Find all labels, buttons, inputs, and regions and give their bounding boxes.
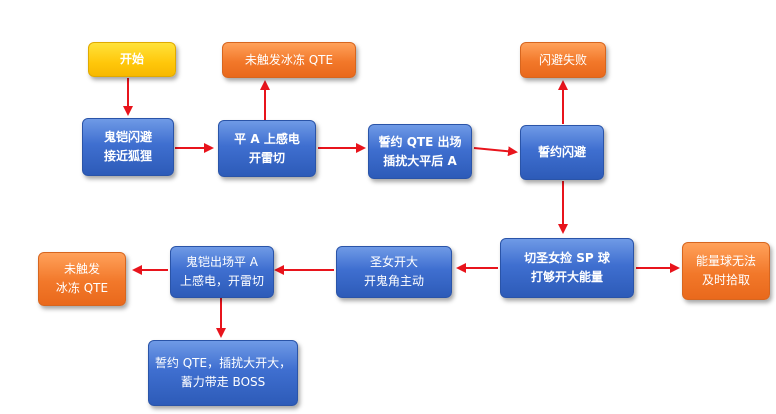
level-a-node-line-1: 平 A 上感电 [234, 131, 300, 146]
oath-final-node: 誓约 QTE，插扰大开大， 蓄力带走 BOSS [148, 340, 298, 406]
level-a-node: 平 A 上感电 开雷切 [218, 120, 316, 177]
ghost-out-node-line-2: 上感电，开雷切 [179, 274, 264, 288]
orb-fail-node-line-2: 及时拾取 [701, 273, 750, 287]
oath-qte-node-line-1: 誓约 QTE 出场 [378, 134, 462, 149]
switch-holy-node: 切圣女捡 SP 球 打够开大能量 [500, 238, 634, 298]
oath-final-node-line-1: 誓约 QTE，插扰大开大， [154, 356, 292, 370]
switch-holy-node-line-2: 打够开大能量 [530, 270, 603, 284]
ghost-out-node-line-1: 鬼铠出场平 A [185, 255, 259, 269]
dodge-fail-node-label: 闪避失败 [538, 52, 587, 67]
fail-qte-top-node-label: 未触发冰冻 QTE [244, 52, 334, 67]
arrow-oath-qte-to-oath-dodge [473, 146, 518, 157]
holy-ult-node-line-2: 开鬼角主动 [363, 274, 424, 288]
approach-node-line-1: 鬼铠闪避 [103, 130, 152, 144]
orb-fail-node: 能量球无法 及时拾取 [682, 242, 770, 300]
orb-fail-node-line-1: 能量球无法 [695, 254, 756, 268]
dodge-fail-node: 闪避失败 [520, 42, 606, 78]
oath-qte-node: 誓约 QTE 出场 插扰大平后 A [368, 124, 472, 179]
holy-ult-node: 圣女开大 开鬼角主动 [336, 246, 452, 298]
holy-ult-node-line-1: 圣女开大 [369, 255, 418, 269]
level-a-node-line-2: 开雷切 [248, 150, 285, 165]
approach-node: 鬼铠闪避 接近狐狸 [82, 118, 174, 176]
oath-final-node-line-2: 蓄力带走 BOSS [180, 375, 266, 389]
fail-qte-left-node-line-1: 未触发 [63, 262, 100, 276]
oath-dodge-node: 誓约闪避 [520, 125, 604, 180]
ghost-out-node: 鬼铠出场平 A 上感电，开雷切 [170, 246, 274, 298]
start-node-label: 开始 [119, 52, 144, 66]
fail-qte-left-node: 未触发 冰冻 QTE [38, 252, 126, 306]
start-node: 开始 [88, 42, 176, 77]
approach-node-line-2: 接近狐狸 [103, 149, 152, 163]
fail-qte-top-node: 未触发冰冻 QTE [222, 42, 356, 78]
fail-qte-left-node-line-2: 冰冻 QTE [55, 281, 109, 295]
switch-holy-node-line-1: 切圣女捡 SP 球 [524, 251, 610, 265]
oath-qte-node-line-2: 插扰大平后 A [383, 153, 457, 168]
oath-dodge-node-label: 誓约闪避 [537, 145, 586, 159]
